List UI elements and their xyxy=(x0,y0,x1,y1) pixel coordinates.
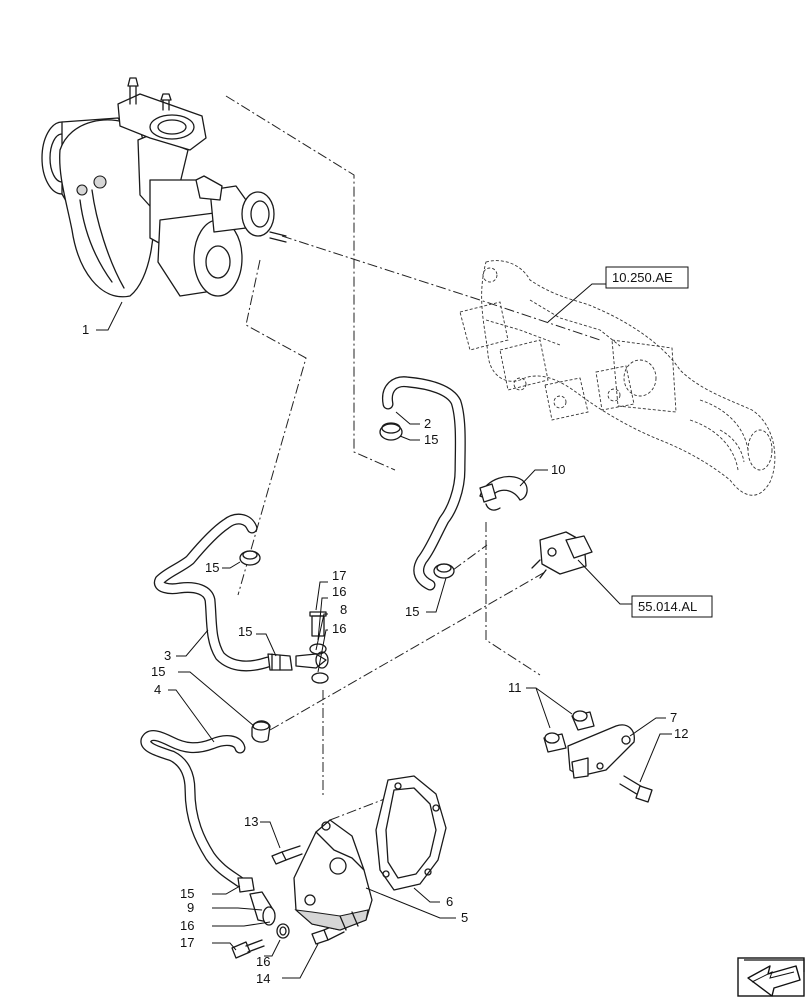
hose-clamp-left xyxy=(267,653,293,671)
callout-16-upper-b: 16 xyxy=(332,621,346,636)
banjo-fitting-upper xyxy=(295,611,329,684)
callout-15-upper: 15 xyxy=(424,432,438,447)
pipe-clip xyxy=(479,475,528,511)
callout-2: 2 xyxy=(424,416,431,431)
callout-15-lower: 15 xyxy=(180,886,194,901)
callout-14: 14 xyxy=(256,971,270,986)
leader-lines xyxy=(96,283,672,979)
bolt-13 xyxy=(271,845,303,865)
oil-return-hose xyxy=(153,513,274,672)
callout-9: 9 xyxy=(187,900,194,915)
callout-3: 3 xyxy=(164,648,171,663)
callout-17-lower: 17 xyxy=(180,935,194,950)
lower-oil-hose xyxy=(140,730,246,888)
reference-exhaust-manifold-label: 10.250.AE xyxy=(612,270,673,285)
hose-clamp-right xyxy=(433,563,455,579)
reference-sensor[interactable]: 55.014.AL xyxy=(631,595,713,618)
oil-cooler-housing xyxy=(293,819,373,931)
hose-clamp-upper xyxy=(379,422,403,441)
callout-5: 5 xyxy=(461,910,468,925)
bracket xyxy=(567,724,635,779)
callout-15-right: 15 xyxy=(405,604,419,619)
callout-12: 12 xyxy=(674,726,688,741)
callout-10: 10 xyxy=(551,462,565,477)
assembly-lines xyxy=(225,95,601,930)
banjo-fitting-lower xyxy=(237,877,290,939)
callout-17-upper: 17 xyxy=(332,568,346,583)
turbocharger xyxy=(41,77,287,298)
callout-numbers: 1 2 15 10 15 17 16 8 16 15 15 3 15 4 13 … xyxy=(82,322,688,986)
oil-feed-pipe xyxy=(381,376,466,591)
callout-7: 7 xyxy=(670,710,677,725)
callout-13: 13 xyxy=(244,814,258,829)
hose-clamp-mid xyxy=(251,720,271,743)
callout-11: 11 xyxy=(508,680,522,695)
callout-15-left: 15 xyxy=(205,560,219,575)
bolt-12 xyxy=(619,775,653,803)
callout-16-upper-a: 16 xyxy=(332,584,346,599)
clip-pair xyxy=(543,710,595,753)
callout-16-lower-b: 16 xyxy=(256,954,270,969)
reference-sensor-label: 55.014.AL xyxy=(638,599,697,614)
gasket xyxy=(375,775,447,891)
callout-4: 4 xyxy=(154,682,161,697)
reference-exhaust-manifold[interactable]: 10.250.AE xyxy=(605,266,689,289)
callout-1: 1 xyxy=(82,322,89,337)
callout-6: 6 xyxy=(446,894,453,909)
callout-15-hose: 15 xyxy=(151,664,165,679)
callout-15-mid: 15 xyxy=(238,624,252,639)
bolt-lower-left xyxy=(231,939,265,959)
page-turn-arrow-icon[interactable] xyxy=(737,957,805,997)
callout-8: 8 xyxy=(340,602,347,617)
callout-16-lower-a: 16 xyxy=(180,918,194,933)
sensor xyxy=(531,531,593,579)
exhaust-manifold xyxy=(459,260,776,496)
